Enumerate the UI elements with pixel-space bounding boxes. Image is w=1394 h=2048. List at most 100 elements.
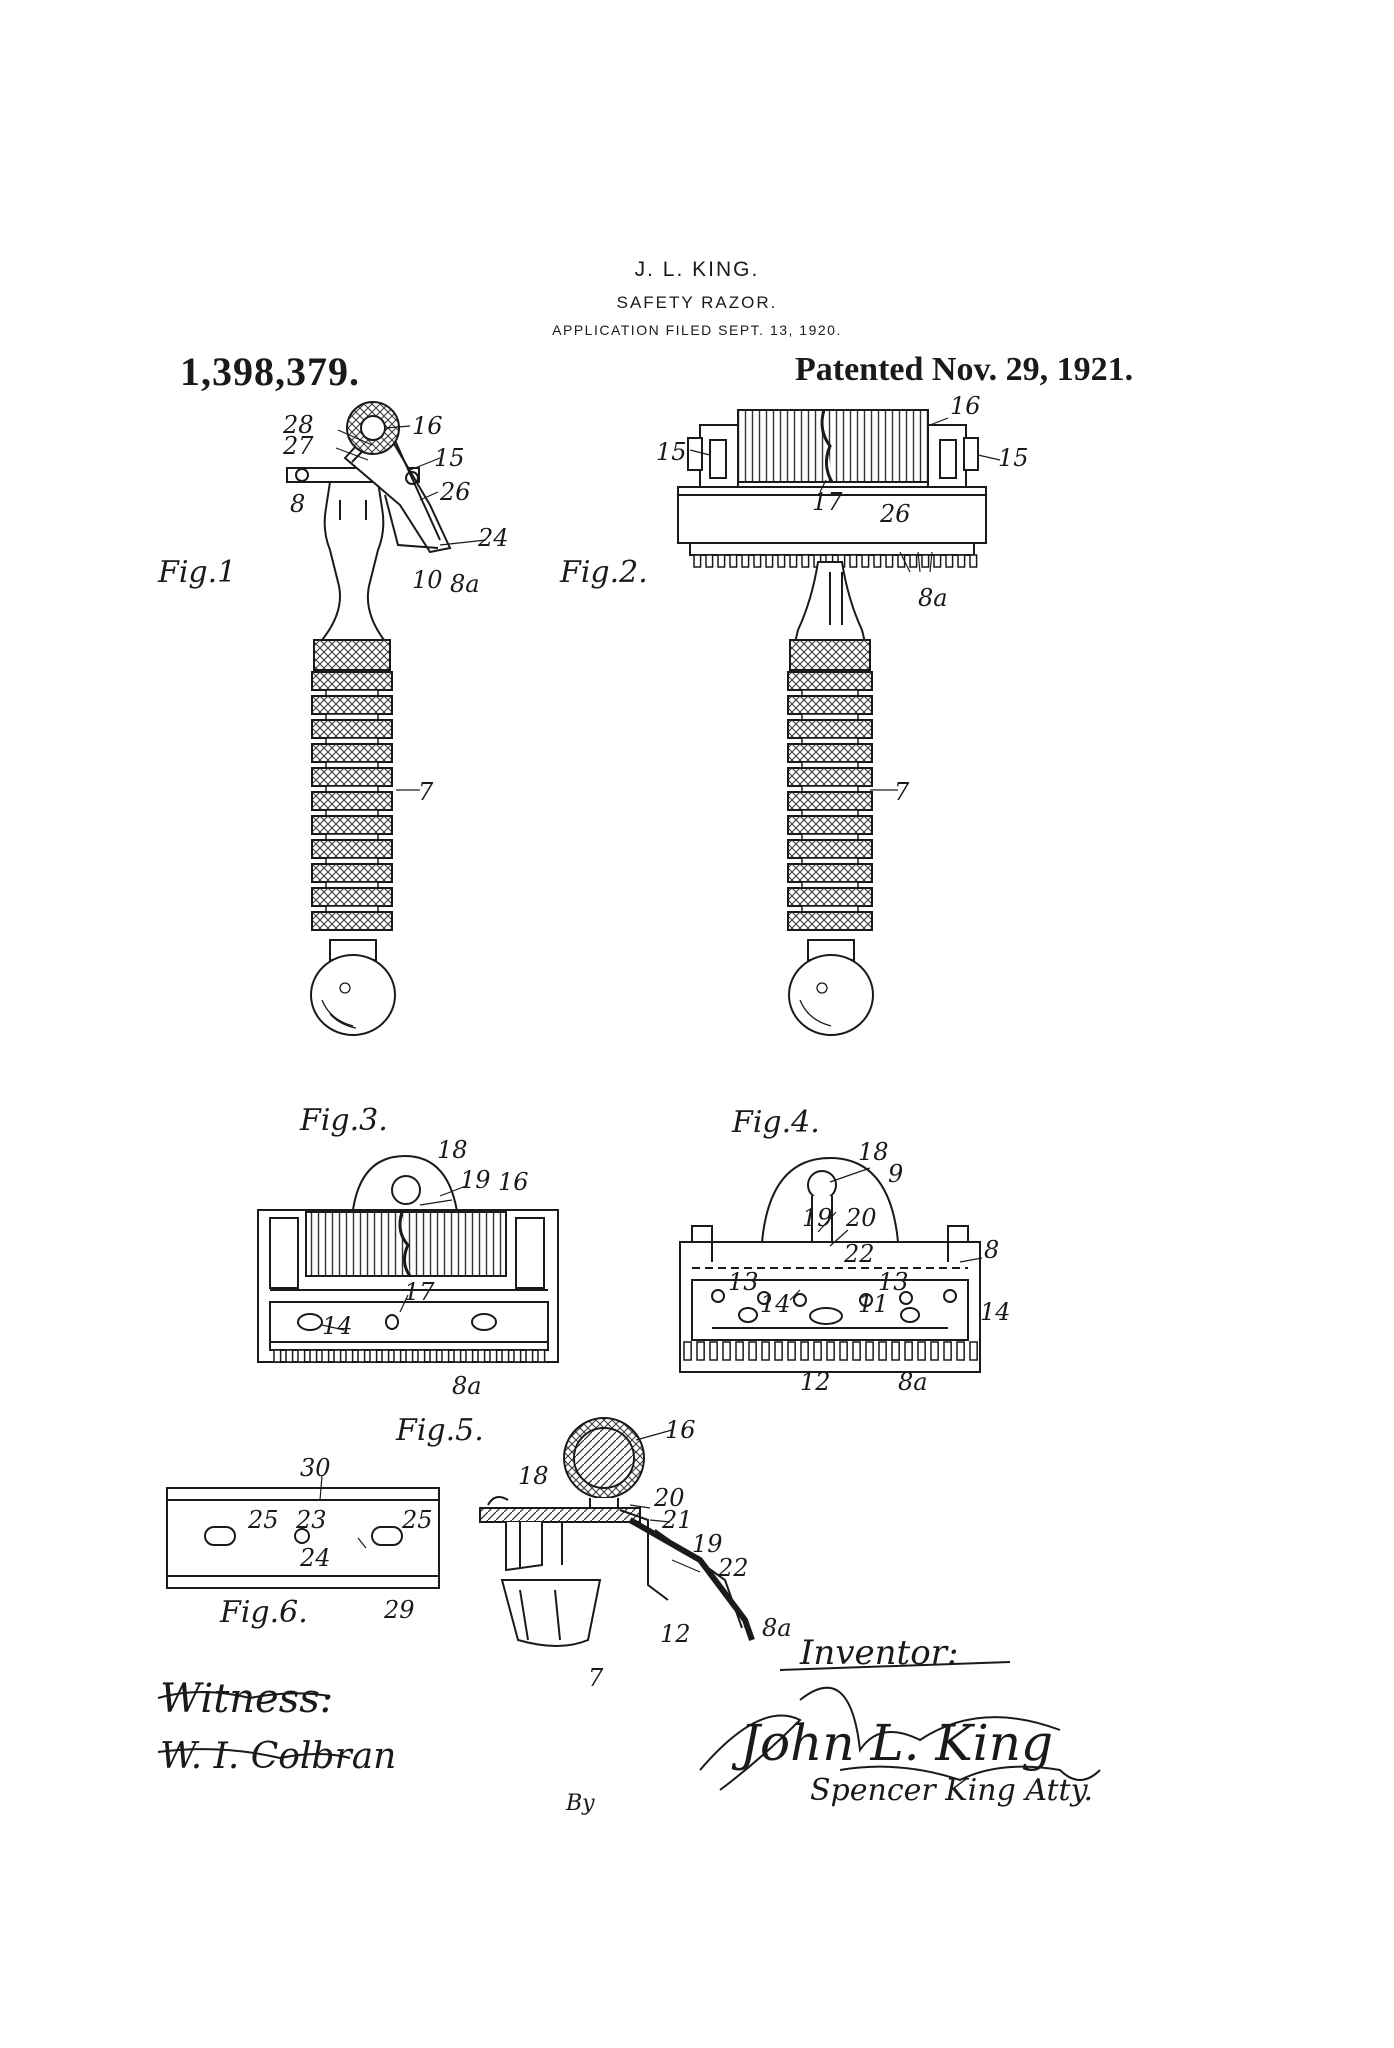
guard-tooth bbox=[789, 554, 798, 568]
guard-tooth bbox=[761, 1341, 770, 1361]
handle-grip-ring bbox=[311, 719, 393, 739]
ref-27: 27 bbox=[282, 432, 314, 460]
ref-25: 25 bbox=[247, 1506, 279, 1534]
guard-tooth bbox=[357, 1349, 366, 1363]
guard-tooth bbox=[273, 1349, 282, 1363]
ref-7c: 7 bbox=[588, 1664, 604, 1692]
ref-22: 22 bbox=[843, 1240, 875, 1268]
ref-16b: 16 bbox=[950, 392, 981, 420]
guard-tooth bbox=[956, 1341, 965, 1361]
ref-25b: 25 bbox=[401, 1506, 433, 1534]
ref-17b: 17 bbox=[404, 1278, 435, 1306]
ref-16: 16 bbox=[412, 412, 443, 440]
guard-tooth bbox=[826, 1341, 835, 1361]
handle-grip-ring bbox=[311, 743, 393, 763]
ref-7b: 7 bbox=[894, 778, 910, 806]
figure-1-drawing bbox=[286, 401, 452, 1036]
ref-30: 30 bbox=[300, 1454, 331, 1482]
guard-tooth bbox=[537, 1349, 546, 1363]
guard-tooth bbox=[441, 1349, 450, 1363]
guard-tooth bbox=[705, 554, 714, 568]
fig-4-caption: Fig.4. bbox=[731, 1105, 820, 1140]
handle-grip-ring bbox=[311, 839, 393, 859]
ref-16c: 16 bbox=[498, 1168, 529, 1196]
guard-tooth bbox=[381, 1349, 390, 1363]
signature-strokes bbox=[157, 1661, 1101, 1791]
ref-29: 29 bbox=[383, 1596, 415, 1624]
guard-tooth bbox=[787, 1341, 796, 1361]
handle-grip-ring bbox=[787, 743, 873, 763]
guard-tooth bbox=[321, 1349, 330, 1363]
guard-tooth bbox=[345, 1349, 354, 1363]
guard-tooth bbox=[774, 1341, 783, 1361]
ref-26b: 26 bbox=[879, 500, 911, 528]
guard-tooth bbox=[477, 1349, 486, 1363]
handle-grip-ring bbox=[787, 671, 873, 691]
guard-tooth bbox=[878, 1341, 887, 1361]
fig-3-caption: Fig.3. bbox=[299, 1103, 388, 1138]
inventor-label: Inventor: bbox=[799, 1633, 958, 1673]
guard-tooth bbox=[839, 1341, 848, 1361]
figure-4-drawing bbox=[679, 1156, 981, 1373]
ref-8a-c: 8a bbox=[452, 1372, 482, 1400]
ref-14b: 14 bbox=[760, 1290, 791, 1318]
ref-24: 24 bbox=[477, 524, 509, 552]
ref-19: 19 bbox=[460, 1166, 491, 1194]
ref-22b: 22 bbox=[717, 1554, 749, 1582]
guard-tooth bbox=[501, 1349, 510, 1363]
handle-grip-ring bbox=[787, 911, 873, 931]
inventor-signature: John L. King bbox=[731, 1714, 1053, 1772]
guard-tooth bbox=[861, 554, 870, 568]
ref-20b: 20 bbox=[653, 1484, 685, 1512]
ref-14c: 14 bbox=[980, 1298, 1011, 1326]
handle-grip-ring bbox=[311, 791, 393, 811]
ref-18c: 18 bbox=[518, 1462, 549, 1490]
guard-tooth bbox=[696, 1341, 705, 1361]
guard-tooth bbox=[729, 554, 738, 568]
guard-tooth bbox=[297, 1349, 306, 1363]
guard-tooth bbox=[741, 554, 750, 568]
guard-tooth bbox=[943, 1341, 952, 1361]
handle-grip-ring bbox=[311, 911, 393, 931]
figure-6-drawing bbox=[166, 1487, 440, 1589]
ref-9: 9 bbox=[888, 1160, 903, 1188]
signature-block: Witness: W. I. Colbran Inventor: John L.… bbox=[160, 1633, 1093, 1816]
patent-number: 1,398,379. bbox=[180, 349, 360, 394]
figure-captions: Fig.1 Fig.2. Fig.3. Fig.4. Fig.5. Fig.6. bbox=[157, 555, 820, 1630]
handle-grip-ring bbox=[311, 863, 393, 883]
ref-28: 28 bbox=[282, 411, 314, 439]
guard-tooth bbox=[722, 1341, 731, 1361]
guard-tooth bbox=[333, 1349, 342, 1363]
guard-tooth bbox=[865, 1341, 874, 1361]
guard-tooth bbox=[393, 1349, 402, 1363]
guard-tooth bbox=[735, 1341, 744, 1361]
ref-7: 7 bbox=[418, 778, 434, 806]
patented-date: Patented Nov. 29, 1921. bbox=[795, 351, 1134, 388]
ref-16d: 16 bbox=[665, 1416, 696, 1444]
handle-grip-ring bbox=[787, 695, 873, 715]
guard-tooth bbox=[717, 554, 726, 568]
ref-23: 23 bbox=[295, 1506, 327, 1534]
guard-tooth bbox=[513, 1349, 522, 1363]
ref-15b: 15 bbox=[656, 438, 687, 466]
figure-2-drawing bbox=[677, 409, 987, 1036]
ref-20: 20 bbox=[845, 1204, 877, 1232]
guard-tooth bbox=[897, 554, 906, 568]
ref-19c: 19 bbox=[692, 1530, 723, 1558]
ref-21: 21 bbox=[661, 1506, 693, 1534]
ref-8a: 8a bbox=[450, 570, 480, 598]
ref-8: 8 bbox=[290, 490, 305, 518]
handle-grip-ring bbox=[311, 695, 393, 715]
guard-tooth bbox=[891, 1341, 900, 1361]
guard-tooth bbox=[489, 1349, 498, 1363]
handle-grip-ring bbox=[311, 671, 393, 691]
ref-15c: 15 bbox=[998, 444, 1029, 472]
guard-tooth bbox=[453, 1349, 462, 1363]
guard-tooth bbox=[405, 1349, 414, 1363]
ref-8a-b: 8a bbox=[918, 584, 948, 612]
ref-18b: 18 bbox=[858, 1138, 889, 1166]
handle-grip-ring bbox=[787, 719, 873, 739]
reference-labels: 28 27 16 15 26 8 24 10 8a 7 16 15 15 17 … bbox=[247, 392, 1029, 1692]
